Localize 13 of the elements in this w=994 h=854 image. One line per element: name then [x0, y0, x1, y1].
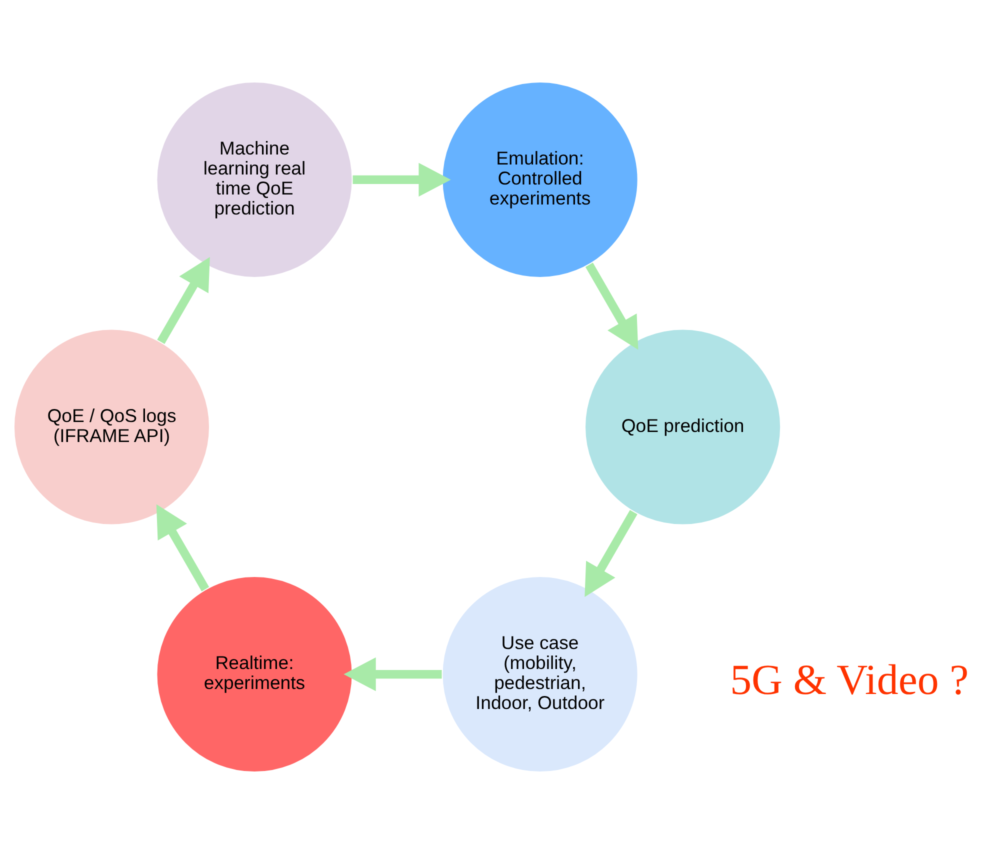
arrow — [344, 657, 442, 692]
node-circle: QoE prediction — [584, 328, 782, 526]
node-circle: QoE / QoS logs (IFRAME API) — [13, 328, 210, 526]
arrow — [157, 256, 210, 344]
label: 5G & Video ? — [730, 656, 969, 704]
node-circle: Realtime: experiments — [156, 576, 354, 773]
arrow — [156, 504, 210, 592]
node-circle: Machine learning real time QoE prediction — [156, 81, 354, 278]
arrow — [352, 162, 451, 197]
arrow — [585, 262, 638, 350]
node-circle: Use case (mobility, pedestrian, Indoor, Outdoor — [441, 576, 639, 773]
arrow — [584, 510, 638, 598]
node-circle: Emulation: Controlled experiments — [441, 81, 639, 278]
